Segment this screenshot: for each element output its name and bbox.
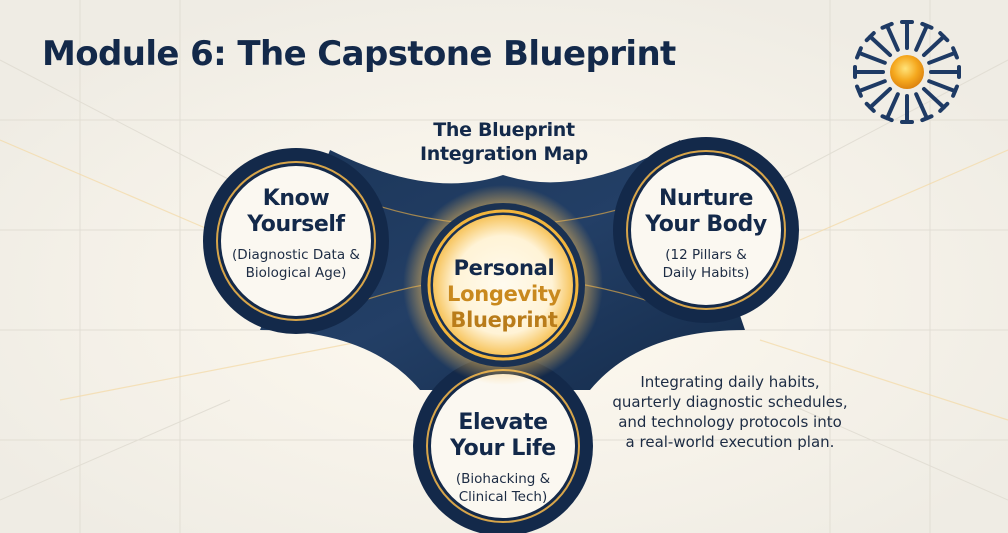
- sun-ray-cap: [880, 114, 894, 123]
- node-heading: Nurture Your Body: [645, 186, 767, 237]
- sun-ray: [856, 79, 887, 94]
- sun-ray-cap: [951, 46, 959, 60]
- node-ring-know-yourself: [203, 148, 389, 334]
- sun-ray: [921, 34, 946, 58]
- sun-ray: [914, 92, 929, 121]
- sun-ray-cap: [938, 101, 950, 113]
- node-know-yourself: Know Yourself (Diagnostic Data & Biologi…: [226, 186, 366, 282]
- node-ring-elevate-your-life: [413, 356, 593, 533]
- description-text: Integrating daily habits, quarterly diag…: [612, 373, 848, 451]
- sun-ray: [927, 79, 958, 94]
- sun-ray-cap: [920, 114, 934, 123]
- sun-ray-cap: [855, 46, 863, 60]
- sun-ray-cap: [920, 21, 934, 30]
- sun-ray: [868, 34, 893, 58]
- node-detail: (Biohacking & Clinical Tech): [455, 471, 551, 505]
- sun-ray: [921, 86, 946, 110]
- sun-ray: [885, 92, 900, 121]
- sun-ray-cap: [951, 84, 959, 98]
- node-nurture-your-body: Nurture Your Body (12 Pillars & Daily Ha…: [636, 186, 776, 282]
- sun-ray-cap: [864, 31, 876, 43]
- sun-rays-logo-icon: [853, 20, 961, 124]
- sun-ray-cap: [855, 84, 863, 98]
- node-detail: (Diagnostic Data & Biological Age): [232, 247, 360, 281]
- sun-ray-cap: [880, 21, 894, 30]
- center-node-label: Personal Longevity Blueprint: [447, 256, 561, 332]
- sun-ray: [856, 50, 887, 65]
- node-detail: (12 Pillars & Daily Habits): [662, 247, 750, 281]
- sun-ray: [914, 23, 929, 52]
- sun-ray-cap: [864, 101, 876, 113]
- node-heading: Elevate Your Life: [450, 410, 556, 461]
- sun-ray-cap: [938, 31, 950, 43]
- node-ring-nurture-your-body: [613, 137, 799, 323]
- map-title: The Blueprint Integration Map: [420, 119, 588, 165]
- center-node-ring: [403, 185, 603, 385]
- page-title: Module 6: The Capstone Blueprint: [42, 34, 676, 74]
- sun-ray: [885, 23, 900, 52]
- sun-ray: [868, 86, 893, 110]
- node-heading: Know Yourself: [247, 186, 345, 237]
- node-elevate-your-life: Elevate Your Life (Biohacking & Clinical…: [433, 410, 573, 506]
- sun-ray: [927, 50, 958, 65]
